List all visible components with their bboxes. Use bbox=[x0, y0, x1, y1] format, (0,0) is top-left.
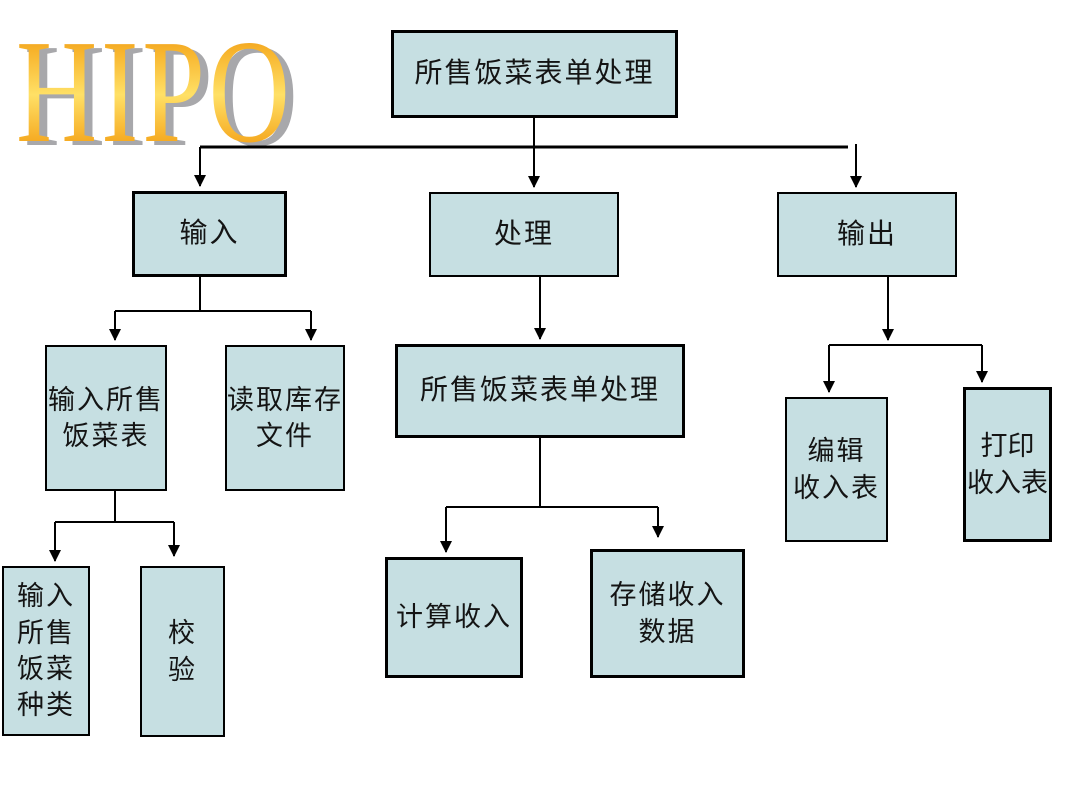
node-output: 输出 bbox=[777, 192, 957, 277]
node-input-meal-types: 输入 所售 饭菜 种类 bbox=[2, 566, 90, 736]
node-process: 处理 bbox=[429, 192, 619, 277]
output-branch bbox=[823, 277, 988, 393]
hipo-logo-shadow: HIPO bbox=[24, 22, 302, 170]
node-edit-income-table: 编辑 收入表 bbox=[785, 397, 888, 542]
process-branch bbox=[440, 277, 664, 553]
root-branch bbox=[194, 118, 862, 188]
node-store-income-data: 存储收入 数据 bbox=[590, 549, 745, 678]
node-input: 输入 bbox=[132, 191, 287, 277]
node-read-inventory-file: 读取库存 文件 bbox=[225, 345, 345, 491]
input-branch bbox=[109, 277, 317, 341]
node-calc-income: 计算收入 bbox=[385, 557, 523, 678]
node-print-income-table: 打印 收入表 bbox=[963, 387, 1052, 542]
node-input-meals-table: 输入所售 饭菜表 bbox=[45, 345, 167, 491]
node-verify: 校 验 bbox=[140, 566, 225, 737]
node-root: 所售饭菜表单处理 bbox=[391, 30, 678, 118]
hipo-logo: HIPO HIPO bbox=[16, 18, 436, 170]
hipo-logo-text: HIPO bbox=[16, 10, 294, 174]
node-process-form: 所售饭菜表单处理 bbox=[395, 344, 685, 438]
input-meals-branch bbox=[49, 491, 180, 562]
